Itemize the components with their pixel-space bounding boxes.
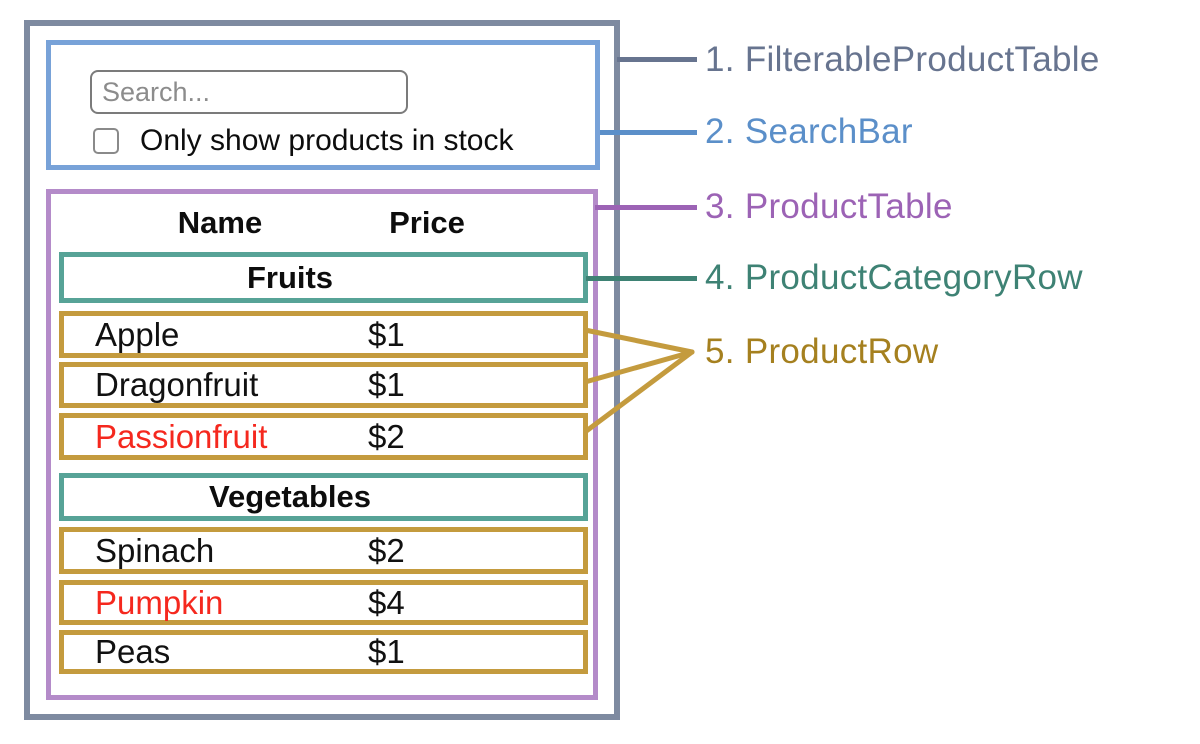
column-header-price: Price bbox=[389, 205, 465, 240]
product-row: Spinach $2 bbox=[59, 527, 588, 574]
product-row: Passionfruit $2 bbox=[59, 413, 588, 460]
connector-line-search-bar bbox=[600, 130, 697, 135]
product-name: Spinach bbox=[95, 531, 215, 569]
product-price: $4 bbox=[368, 583, 405, 621]
product-price: $2 bbox=[368, 417, 405, 455]
legend-label-filterable-product-table: 1. FilterableProductTable bbox=[705, 40, 1100, 79]
product-row-converging-arrow bbox=[583, 327, 695, 435]
product-row: Pumpkin $4 bbox=[59, 580, 588, 625]
connector-line-product-table bbox=[595, 205, 697, 210]
product-name: Pumpkin bbox=[95, 583, 224, 621]
column-header-name: Name bbox=[177, 205, 263, 240]
product-name: Dragonfruit bbox=[95, 366, 259, 403]
product-row: Peas $1 bbox=[59, 630, 588, 674]
product-name: Peas bbox=[95, 633, 171, 670]
category-row-vegetables: Vegetables bbox=[59, 473, 588, 521]
in-stock-checkbox[interactable] bbox=[93, 128, 119, 154]
product-price: $2 bbox=[368, 531, 405, 569]
category-row-fruits: Fruits bbox=[59, 252, 588, 303]
product-name: Apple bbox=[95, 315, 180, 353]
product-row: Apple $1 bbox=[59, 311, 588, 358]
in-stock-checkbox-label: Only show products in stock bbox=[140, 124, 514, 157]
search-input[interactable] bbox=[90, 70, 408, 114]
legend-label-product-table: 3. ProductTable bbox=[705, 187, 953, 226]
connector-line-filterable-product-table bbox=[617, 57, 697, 62]
legend-label-search-bar: 2. SearchBar bbox=[705, 112, 913, 151]
connector-line-product-category-row bbox=[586, 276, 697, 281]
product-name: Passionfruit bbox=[95, 417, 268, 455]
legend-label-product-category-row: 4. ProductCategoryRow bbox=[705, 258, 1083, 297]
legend-label-product-row: 5. ProductRow bbox=[705, 332, 939, 371]
product-price: $1 bbox=[368, 633, 405, 670]
product-row: Dragonfruit $1 bbox=[59, 362, 588, 408]
product-price: $1 bbox=[368, 366, 405, 403]
product-price: $1 bbox=[368, 315, 405, 353]
